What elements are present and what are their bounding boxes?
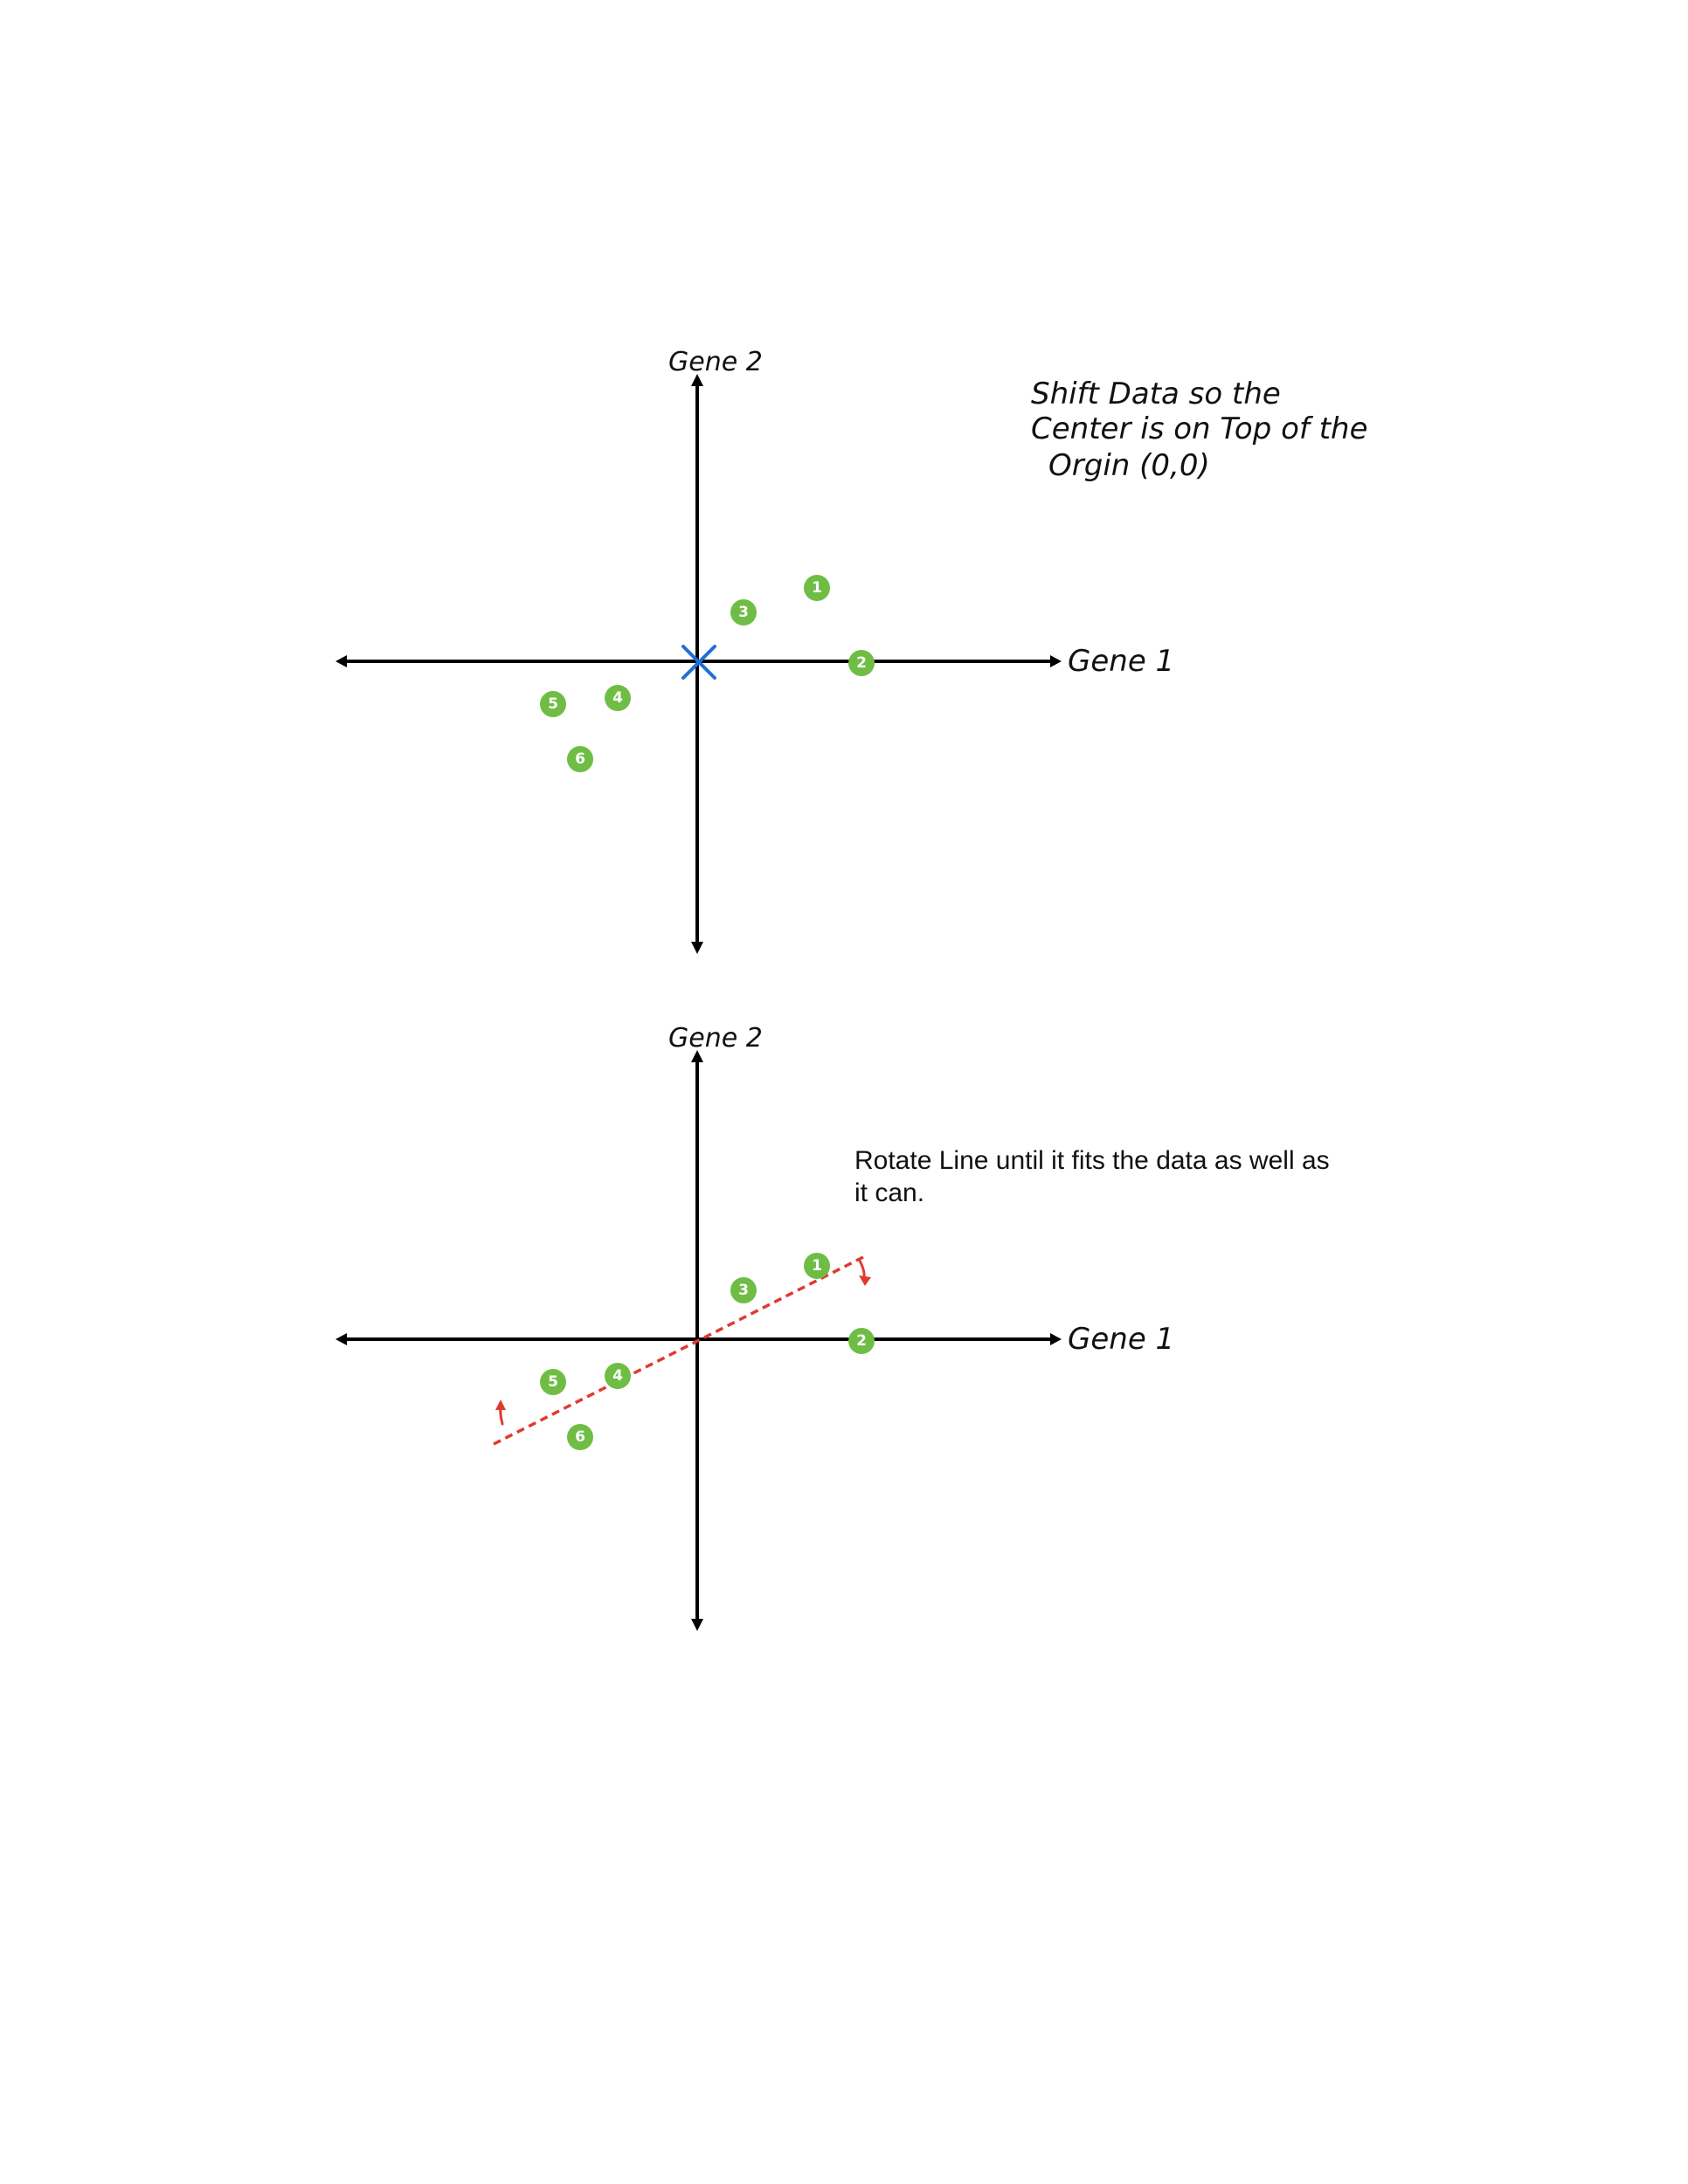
svg-text:4: 4	[612, 689, 623, 707]
top-y-axis-label: Gene 2	[668, 347, 763, 377]
fit-line	[493, 1254, 868, 1446]
svg-text:3: 3	[738, 1282, 749, 1299]
bottom-point-5: 5	[540, 1369, 566, 1395]
svg-text:5: 5	[548, 695, 558, 713]
top-point-1: 1	[804, 575, 830, 601]
bottom-x-axis-label: Gene 1	[1068, 1322, 1174, 1357]
top-point-5: 5	[540, 691, 566, 717]
top-point-6: 6	[567, 746, 593, 772]
bottom-x-axis-left-arrow	[336, 1333, 347, 1345]
bottom-point-4: 4	[605, 1363, 631, 1389]
rotate-arrow-left	[495, 1400, 506, 1426]
rotate-arrow-right	[858, 1259, 871, 1286]
top-y-axis-up-arrow	[691, 374, 703, 386]
svg-text:1: 1	[812, 1257, 822, 1275]
bottom-panel: Gene 2 Gene 1 1 2 3 4	[336, 1023, 1330, 1631]
svg-text:1: 1	[812, 579, 822, 597]
bottom-point-6: 6	[567, 1424, 593, 1450]
bottom-x-axis-right-arrow	[1050, 1333, 1062, 1345]
top-x-axis-right-arrow	[1050, 655, 1062, 667]
bottom-y-axis-label: Gene 2	[668, 1023, 763, 1054]
bottom-note-line-2: it can.	[854, 1178, 924, 1207]
svg-text:2: 2	[856, 654, 867, 672]
top-point-3: 3	[730, 599, 757, 625]
top-note-line-3: Orgin (0,0)	[1048, 448, 1210, 483]
top-note-line-1: Shift Data so the	[1031, 377, 1281, 411]
top-x-axis-label: Gene 1	[1068, 644, 1174, 679]
top-note-line-2: Center is on Top of the	[1031, 411, 1368, 446]
svg-text:2: 2	[856, 1332, 867, 1350]
bottom-y-axis-down-arrow	[691, 1619, 703, 1631]
origin-x-marker	[681, 645, 716, 680]
svg-text:6: 6	[575, 750, 585, 768]
top-panel: Gene 2 Gene 1 1 2 3 4 5 6	[336, 347, 1368, 954]
bottom-point-2: 2	[848, 1328, 875, 1354]
bottom-point-3: 3	[730, 1277, 757, 1303]
top-note: Shift Data so the Center is on Top of th…	[1031, 377, 1368, 483]
bottom-note-line-1: Rotate Line until it fits the data as we…	[854, 1146, 1330, 1175]
top-y-axis-down-arrow	[691, 942, 703, 954]
top-point-4: 4	[605, 685, 631, 711]
svg-text:4: 4	[612, 1367, 623, 1385]
bottom-note: Rotate Line until it fits the data as we…	[854, 1146, 1330, 1207]
bottom-y-axis-up-arrow	[691, 1050, 703, 1062]
bottom-point-1: 1	[804, 1253, 830, 1279]
svg-text:6: 6	[575, 1428, 585, 1446]
svg-text:3: 3	[738, 604, 749, 621]
top-point-2: 2	[848, 650, 875, 676]
top-x-axis-left-arrow	[336, 655, 347, 667]
svg-text:5: 5	[548, 1373, 558, 1391]
